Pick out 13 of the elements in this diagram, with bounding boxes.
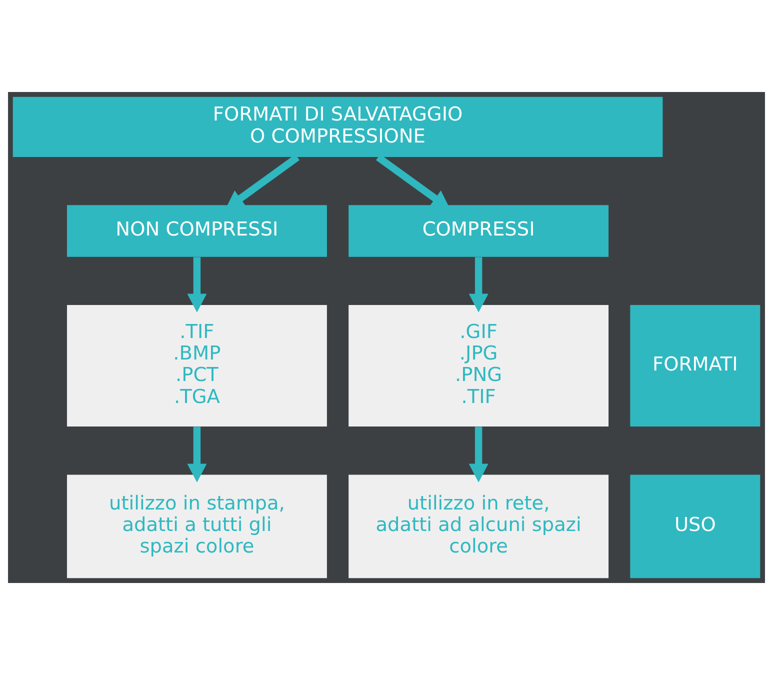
arrow [187, 426, 207, 482]
node-box: .GIF .JPG .PNG .TIF [348, 304, 609, 426]
arrow [468, 256, 488, 312]
node-box: COMPRESSI [348, 204, 609, 256]
node-box: utilizzo in stampa, adatti a tutti gli spazi colore [67, 474, 327, 578]
node-box: .TIF .BMP .PCT .TGA [67, 304, 327, 426]
arrow [187, 256, 207, 312]
arrow [468, 426, 488, 482]
node-box: utilizzo in rete, adatti ad alcuni spazi colore [348, 474, 609, 578]
node-box: FORMATI [630, 304, 760, 426]
node-box: USO [630, 474, 760, 578]
node-box: NON COMPRESSI [67, 204, 327, 256]
node-box: FORMATI DI SALVATAGGIO O COMPRESSIONE [12, 96, 663, 156]
